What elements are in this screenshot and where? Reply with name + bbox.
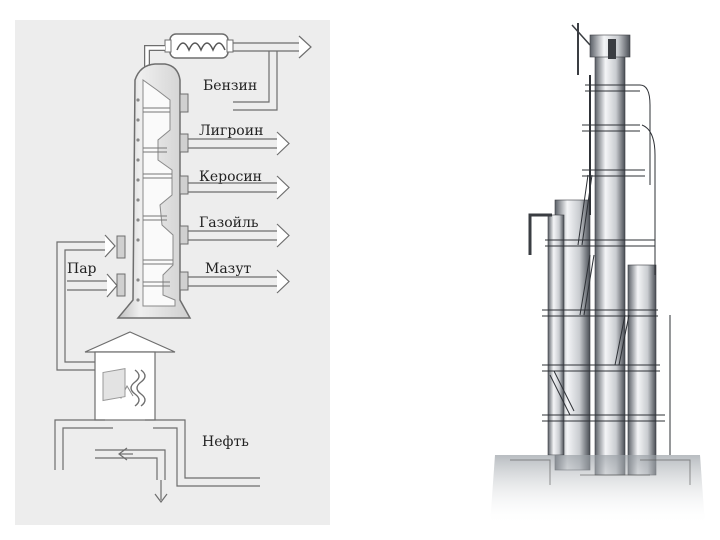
- product-label-ligroin: Лигроин: [199, 123, 263, 139]
- steam-label: Пар: [67, 261, 97, 277]
- product-label-benzin: Бензин: [203, 78, 257, 94]
- condenser-outlet-arrow: [233, 36, 311, 110]
- crude-oil-piping: [55, 420, 260, 502]
- ground-base: [490, 455, 705, 525]
- steam-inlet: Пар: [67, 261, 117, 297]
- distillation-column: [117, 64, 190, 318]
- distillation-diagram: Бензин Лигроин Керосин Газойль Мазут Пар: [15, 20, 330, 525]
- product-label-gazoil: Газойль: [199, 215, 259, 231]
- furnace: [85, 332, 175, 420]
- condenser: [165, 34, 233, 58]
- distillation-column-photo: [490, 15, 705, 525]
- feed-label-neft: Нефть: [202, 434, 249, 450]
- product-label-mazut: Мазут: [205, 261, 252, 277]
